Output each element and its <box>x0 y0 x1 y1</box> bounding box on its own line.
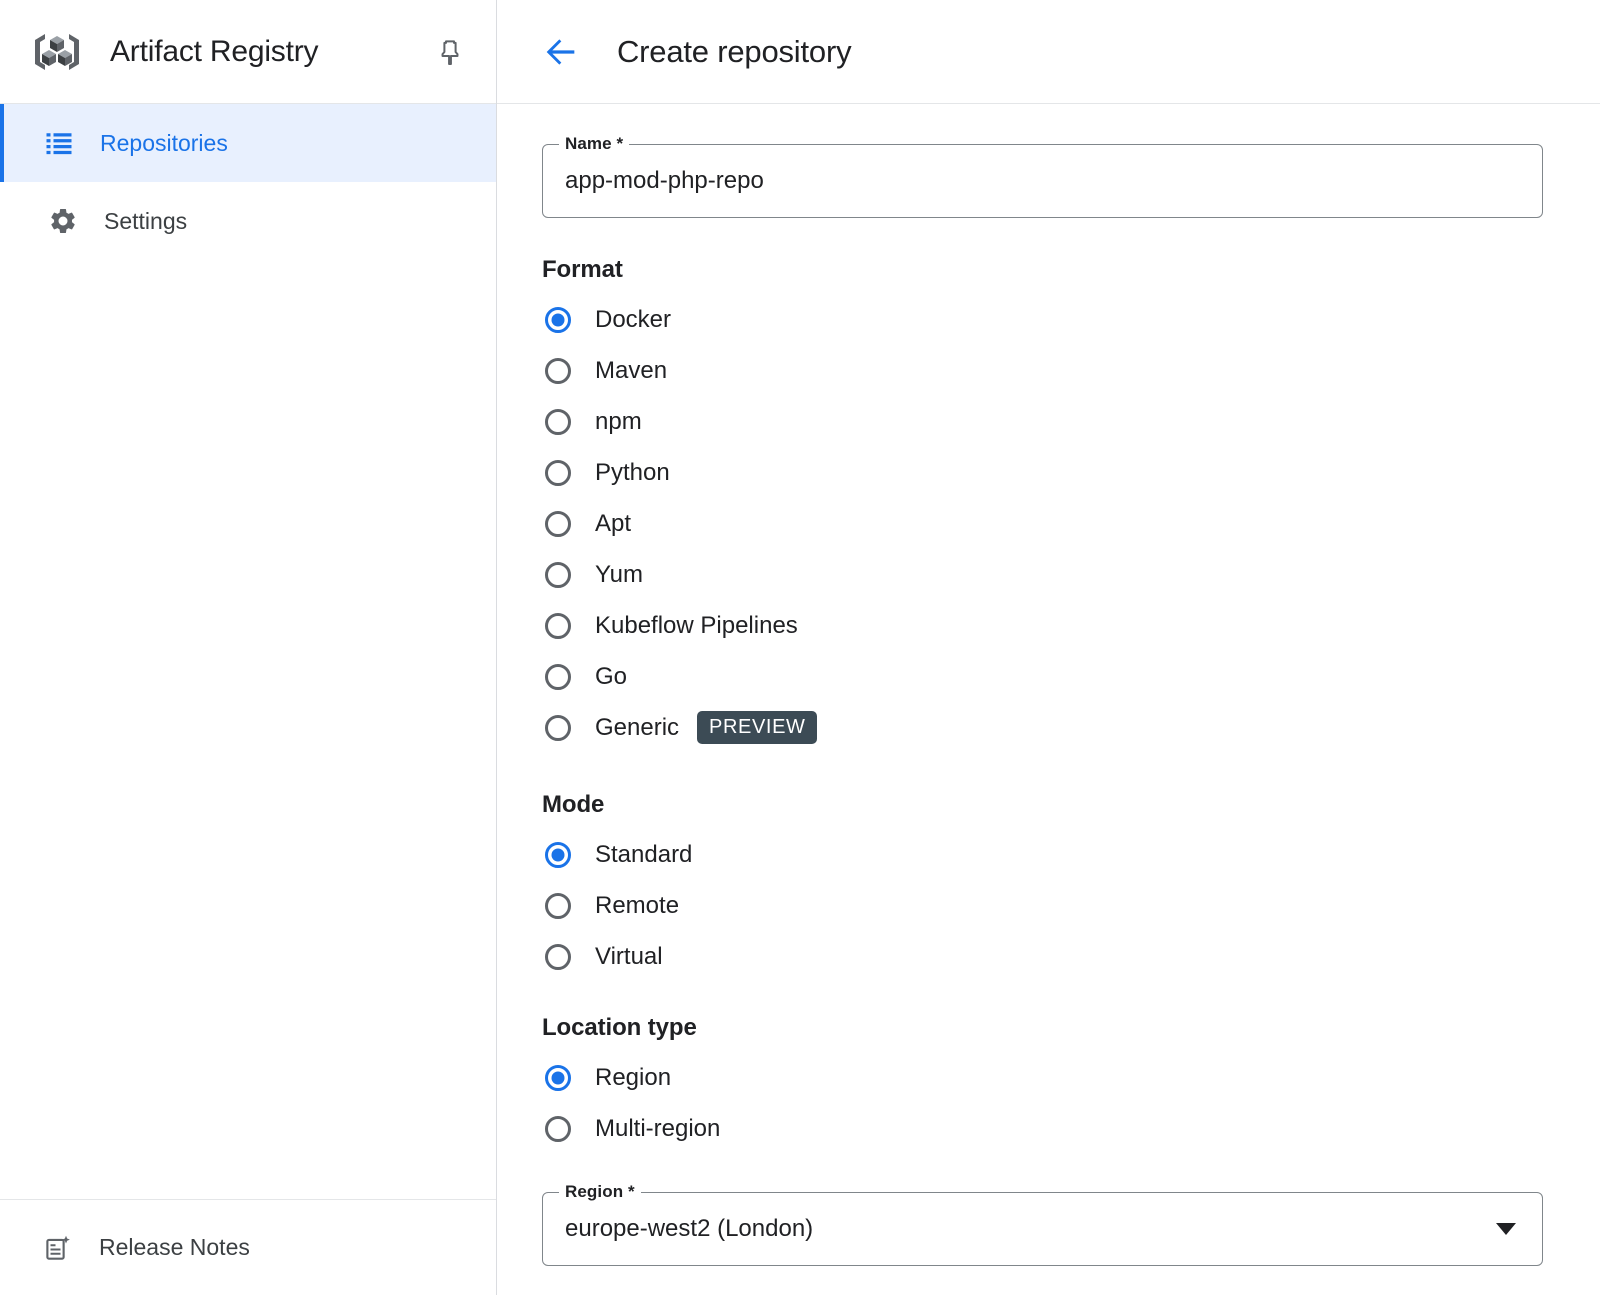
format-option-kubeflow-pipelines[interactable]: Kubeflow Pipelines <box>542 600 1600 651</box>
format-option-go[interactable]: Go <box>542 651 1600 702</box>
create-repository-form: Name * Format Docker Maven npm <box>497 104 1600 1295</box>
mode-option-label: Remote <box>595 891 680 919</box>
format-option-yum[interactable]: Yum <box>542 549 1600 600</box>
mode-option-remote[interactable]: Remote <box>542 880 1600 931</box>
radio-icon[interactable] <box>545 408 571 435</box>
mode-option-label: Standard <box>595 840 693 868</box>
name-input[interactable] <box>565 167 1520 195</box>
sidebar-item-settings[interactable]: Settings <box>0 182 496 260</box>
app-title: Artifact Registry <box>110 34 319 68</box>
format-group: Format Docker Maven npm Python <box>542 256 1600 753</box>
mode-group: Mode Standard Remote Virtual <box>542 791 1600 982</box>
radio-icon[interactable] <box>545 892 571 919</box>
location-type-group: Location type Region Multi-region <box>542 1014 1600 1154</box>
format-option-label: Kubeflow Pipelines <box>595 611 798 639</box>
sidebar-spacer <box>0 260 496 1199</box>
sidebar-item-label: Repositories <box>100 129 228 156</box>
format-option-generic[interactable]: Generic PREVIEW <box>542 702 1600 753</box>
release-notes-label: Release Notes <box>99 1234 250 1260</box>
region-selected-value: europe-west2 (London) <box>565 1215 814 1242</box>
format-option-label: Yum <box>595 560 644 588</box>
format-option-apt[interactable]: Apt <box>542 498 1600 549</box>
mode-option-standard[interactable]: Standard <box>542 829 1600 880</box>
sidebar-nav: Repositories Settings <box>0 104 496 260</box>
format-option-label: Apt <box>595 509 632 537</box>
radio-icon[interactable] <box>545 841 571 868</box>
pin-icon[interactable] <box>428 30 472 74</box>
name-field-label: Name * <box>559 134 630 154</box>
sidebar-header: Artifact Registry <box>0 0 496 104</box>
radio-icon[interactable] <box>545 561 571 588</box>
radio-icon[interactable] <box>545 357 571 384</box>
main-content: Create repository Name * Format Docker M… <box>497 0 1600 1295</box>
radio-icon[interactable] <box>545 510 571 537</box>
preview-badge: PREVIEW <box>697 711 818 744</box>
format-option-maven[interactable]: Maven <box>542 345 1600 396</box>
location-type-option-label: Multi-region <box>595 1114 721 1142</box>
radio-icon[interactable] <box>545 306 571 333</box>
release-notes-icon <box>40 1230 76 1266</box>
location-type-option-label: Region <box>595 1063 672 1091</box>
radio-icon[interactable] <box>545 714 571 741</box>
format-option-label: Go <box>595 662 628 690</box>
gear-icon <box>45 203 81 239</box>
mode-group-title: Mode <box>542 791 605 818</box>
artifact-registry-logo-icon <box>26 21 88 83</box>
format-option-label: Docker <box>595 305 672 333</box>
region-field-label: Region * <box>559 1182 641 1202</box>
format-group-title: Format <box>542 256 623 283</box>
format-option-npm[interactable]: npm <box>542 396 1600 447</box>
region-select[interactable]: Region * europe-west2 (London) <box>542 1182 1543 1266</box>
format-option-label: Maven <box>595 356 668 384</box>
arrow-left-icon[interactable] <box>537 28 585 76</box>
format-option-docker[interactable]: Docker <box>542 294 1600 345</box>
chevron-down-icon[interactable] <box>1496 1223 1516 1235</box>
sidebar: Artifact Registry <box>0 0 497 1295</box>
radio-icon[interactable] <box>545 1115 571 1142</box>
radio-icon[interactable] <box>545 943 571 970</box>
list-icon <box>41 125 77 161</box>
mode-option-virtual[interactable]: Virtual <box>542 931 1600 982</box>
location-type-group-title: Location type <box>542 1014 697 1041</box>
radio-icon[interactable] <box>545 1064 571 1091</box>
location-type-option-region[interactable]: Region <box>542 1052 1600 1103</box>
region-field-wrapper: Region * europe-west2 (London) <box>542 1182 1600 1266</box>
page-header: Create repository <box>497 0 1600 104</box>
sidebar-item-label: Settings <box>104 207 188 234</box>
mode-option-label: Virtual <box>595 942 663 970</box>
page-title: Create repository <box>617 33 852 69</box>
radio-icon[interactable] <box>545 663 571 690</box>
radio-icon[interactable] <box>545 612 571 639</box>
format-option-label: Python <box>595 458 670 486</box>
format-option-label: npm <box>595 407 642 435</box>
radio-icon[interactable] <box>545 459 571 486</box>
format-option-label: Generic <box>595 713 680 741</box>
name-field-wrapper[interactable]: Name * <box>542 134 1543 218</box>
format-option-python[interactable]: Python <box>542 447 1600 498</box>
sidebar-item-repositories[interactable]: Repositories <box>0 104 496 182</box>
release-notes-button[interactable]: Release Notes <box>0 1199 496 1295</box>
location-type-option-multi-region[interactable]: Multi-region <box>542 1103 1600 1154</box>
